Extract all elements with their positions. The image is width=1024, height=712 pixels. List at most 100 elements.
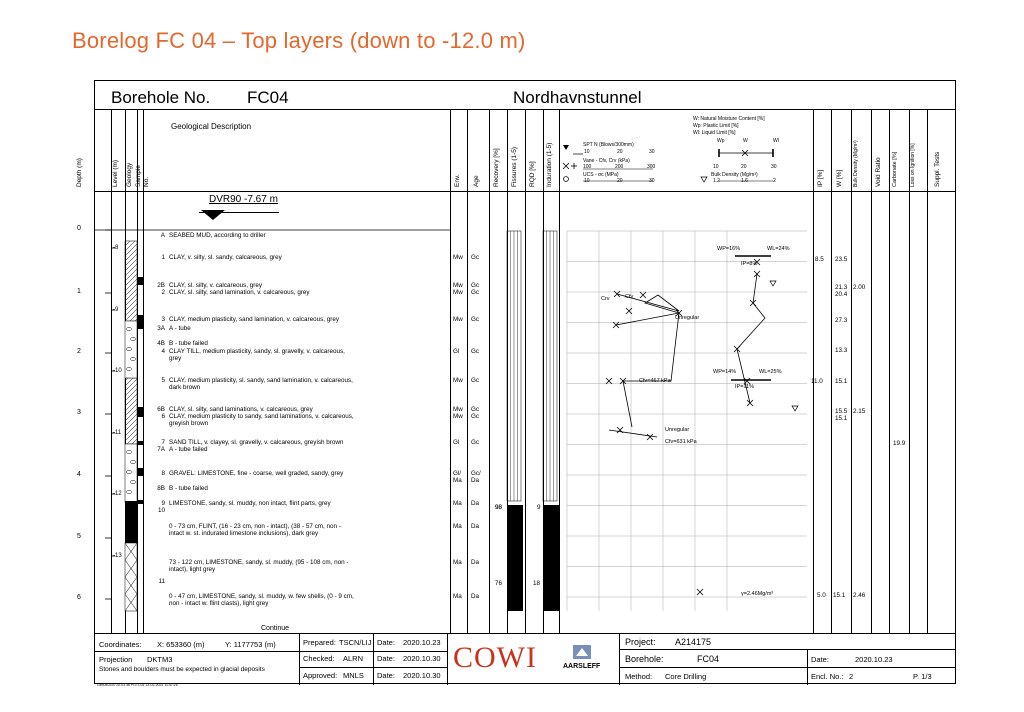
date-value-2: 2020.10.30 [403, 654, 441, 663]
plot-annotation: Cfv=631 kPa [665, 439, 697, 445]
gravel-symbol [130, 337, 136, 341]
plot-annotation: Cfv=467 kPa [639, 378, 671, 384]
gravel-symbol [130, 460, 136, 464]
lab-value: 98 [495, 504, 503, 511]
lab-value: 27.3 [835, 317, 848, 324]
gravel-symbol [126, 470, 132, 474]
limestone-cross [124, 542, 138, 561]
gravel-symbol [130, 357, 136, 361]
checked-label: Checked: [303, 654, 335, 663]
legend-spt-tick-2: 20 [617, 149, 623, 155]
glacial-note: Stones and boulders must be expected in … [99, 666, 265, 673]
lab-value: 15.1 [835, 415, 848, 422]
vane-profile [615, 293, 680, 326]
legend-bulk-tick-3: 2 [773, 178, 776, 184]
bulk-density-marker [791, 405, 799, 412]
legend-spt-tick-1: 10 [584, 149, 590, 155]
moisture-marker [733, 345, 741, 353]
layer-description: CLAY, v. silty, sl. sandy, calcareous, g… [169, 254, 282, 261]
layer-env: Ma [453, 523, 462, 530]
data-point-marker [616, 426, 624, 434]
legend-w-line2: Wp: Plastic Limit [%] [693, 123, 739, 129]
layer-age: Gc [471, 282, 480, 289]
lab-value: 13.3 [835, 347, 848, 354]
date-right-label: Date: [811, 655, 829, 664]
flint-geology-pattern [125, 501, 137, 543]
enclosure-label: Encl. No.: [811, 672, 844, 681]
lab-value: 9 [537, 504, 541, 511]
legend-ucs-tick-1: 10 [584, 178, 590, 184]
lab-value: 76 [495, 580, 503, 587]
layer-age: Gc [471, 254, 480, 261]
col-depth: Depth (m) [76, 158, 83, 187]
data-point-marker [639, 291, 647, 299]
sample-marker [137, 315, 143, 329]
layer-description-cont: intact), light grey [169, 566, 216, 573]
legend-vane-tick-2: 200 [615, 164, 624, 170]
core-induration-block [543, 505, 559, 611]
gravel-symbol [126, 490, 132, 494]
layer-description-cont: intact w. st. indurated limestone inclus… [169, 530, 319, 537]
layer-description: B - tube failed [169, 485, 208, 492]
layer-number: 8B [157, 485, 165, 492]
layer-env: Mw [453, 316, 463, 323]
data-point-marker [646, 433, 654, 441]
legend-bulk: Bulk Density (Mg/m³) [711, 172, 758, 178]
legend-ucs-tick-2: 20 [617, 178, 623, 184]
lab-value: 15.1 [835, 378, 848, 385]
layer-number: 2B [157, 282, 165, 289]
layer-env: Mw [453, 282, 463, 289]
data-point-marker [696, 588, 704, 596]
sample-marker [137, 468, 143, 476]
layer-age: Da [471, 593, 480, 600]
moisture-marker [753, 270, 761, 278]
sample-marker [137, 407, 143, 417]
moisture-marker [749, 299, 757, 307]
layer-age: Da [471, 477, 480, 484]
lab-value: 15.1 [833, 592, 846, 599]
layer-age: Gc [471, 348, 480, 355]
layer-number: 8 [161, 470, 165, 477]
moisture-marker [746, 399, 754, 407]
layer-age: Gc/ [471, 470, 481, 477]
borehole-footer-value: FC04 [697, 654, 720, 664]
gravel-symbol [126, 327, 132, 331]
moisture-marker [753, 258, 761, 266]
lab-value: 20.4 [835, 291, 848, 298]
method-value: Core Drilling [665, 672, 707, 681]
data-point-marker [625, 307, 633, 315]
layer-number: 5 [161, 377, 165, 384]
clay-geology-pattern [124, 377, 138, 445]
legend-w-tick-1: 10 [713, 164, 719, 170]
datum-level: DVR90 -7.67 m [209, 194, 278, 205]
layer-number: 2 [161, 289, 165, 296]
layer-age: Gc [471, 413, 480, 420]
layer-number: 4 [161, 348, 165, 355]
layer-age: Gc [471, 406, 480, 413]
site-name: Nordhavnstunnel [513, 88, 642, 107]
legend-vane: Vane - Cfv, Crv (kPa) [583, 158, 630, 164]
plot-annotation: Unregular [665, 427, 690, 433]
data-point-marker [605, 377, 613, 385]
borelog-sheet: Borehole No. FC04 Nordhavnstunnel Depth … [76, 80, 956, 687]
layer-number: 11 [158, 578, 165, 585]
layer-description-cont: grey [169, 355, 182, 362]
layer-description: CLAY, medium plasticity to sandy, sand l… [169, 413, 354, 420]
sample-marker [137, 500, 143, 504]
prepared-value: TSCN/LIJ [339, 638, 372, 647]
print-stamp: Geo040220 20.03.36 PGTC01 13-02-2021 11:… [97, 683, 178, 687]
coordinates-label: Coordinates: [99, 640, 142, 649]
layer-description: 0 - 47 cm, LIMESTONE, sandy, sl. muddy, … [169, 593, 354, 600]
layer-age: Da [471, 523, 480, 530]
lab-value: 23.5 [835, 256, 848, 263]
till-geology-pattern [124, 320, 138, 379]
gravel-symbol [126, 347, 132, 351]
bulk-density-marker [769, 280, 777, 287]
limestone-cross [124, 576, 138, 595]
layer-age: Gc [471, 316, 480, 323]
layer-number: 4B [157, 340, 165, 347]
level-tick: -10 [113, 368, 122, 374]
plot-annotation: Unregular [675, 315, 700, 321]
prepared-label: Prepared: [303, 638, 336, 647]
legend-w: W [743, 138, 748, 144]
